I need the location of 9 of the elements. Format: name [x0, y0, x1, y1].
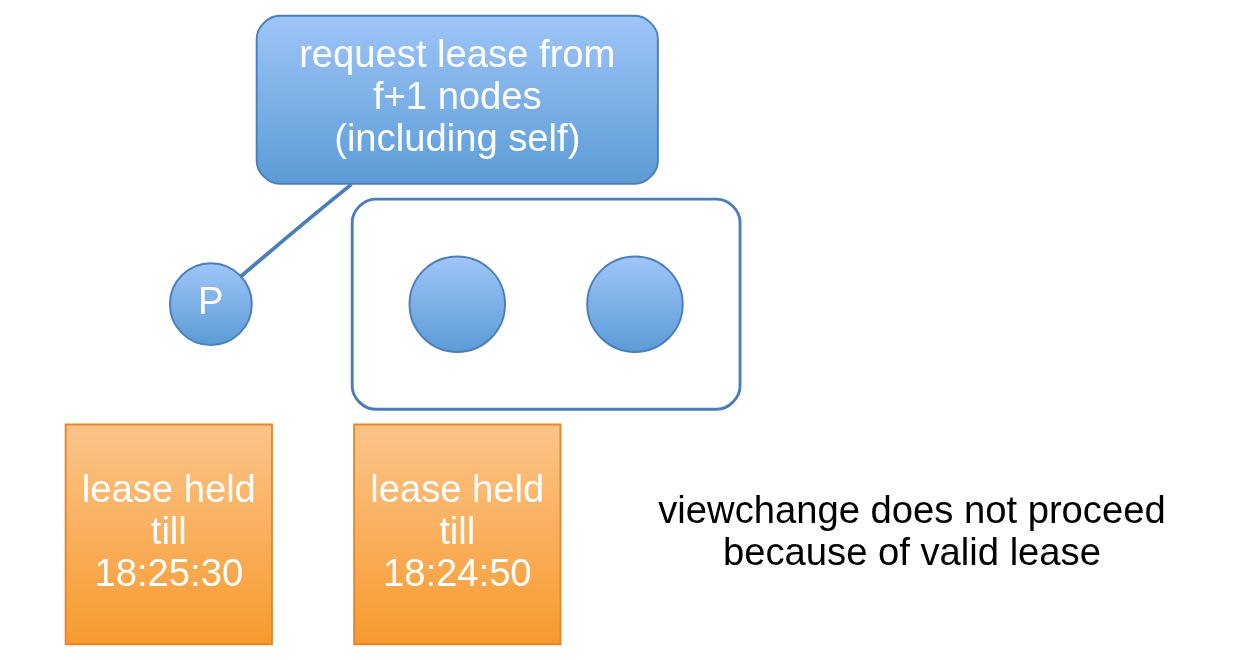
- node-box: request lease from f+1 nodes (including self): [255, 14, 659, 185]
- node-circle: P: [168, 262, 253, 347]
- node-circle: [586, 255, 684, 353]
- label: viewchange does not proceed because of valid lease: [658, 487, 1166, 573]
- node-circle: [408, 255, 506, 353]
- cluster: [350, 197, 742, 411]
- node-box: lease held till 18:24:50: [353, 423, 562, 646]
- node-box: lease held till 18:25:30: [64, 423, 273, 646]
- connector: [239, 182, 353, 278]
